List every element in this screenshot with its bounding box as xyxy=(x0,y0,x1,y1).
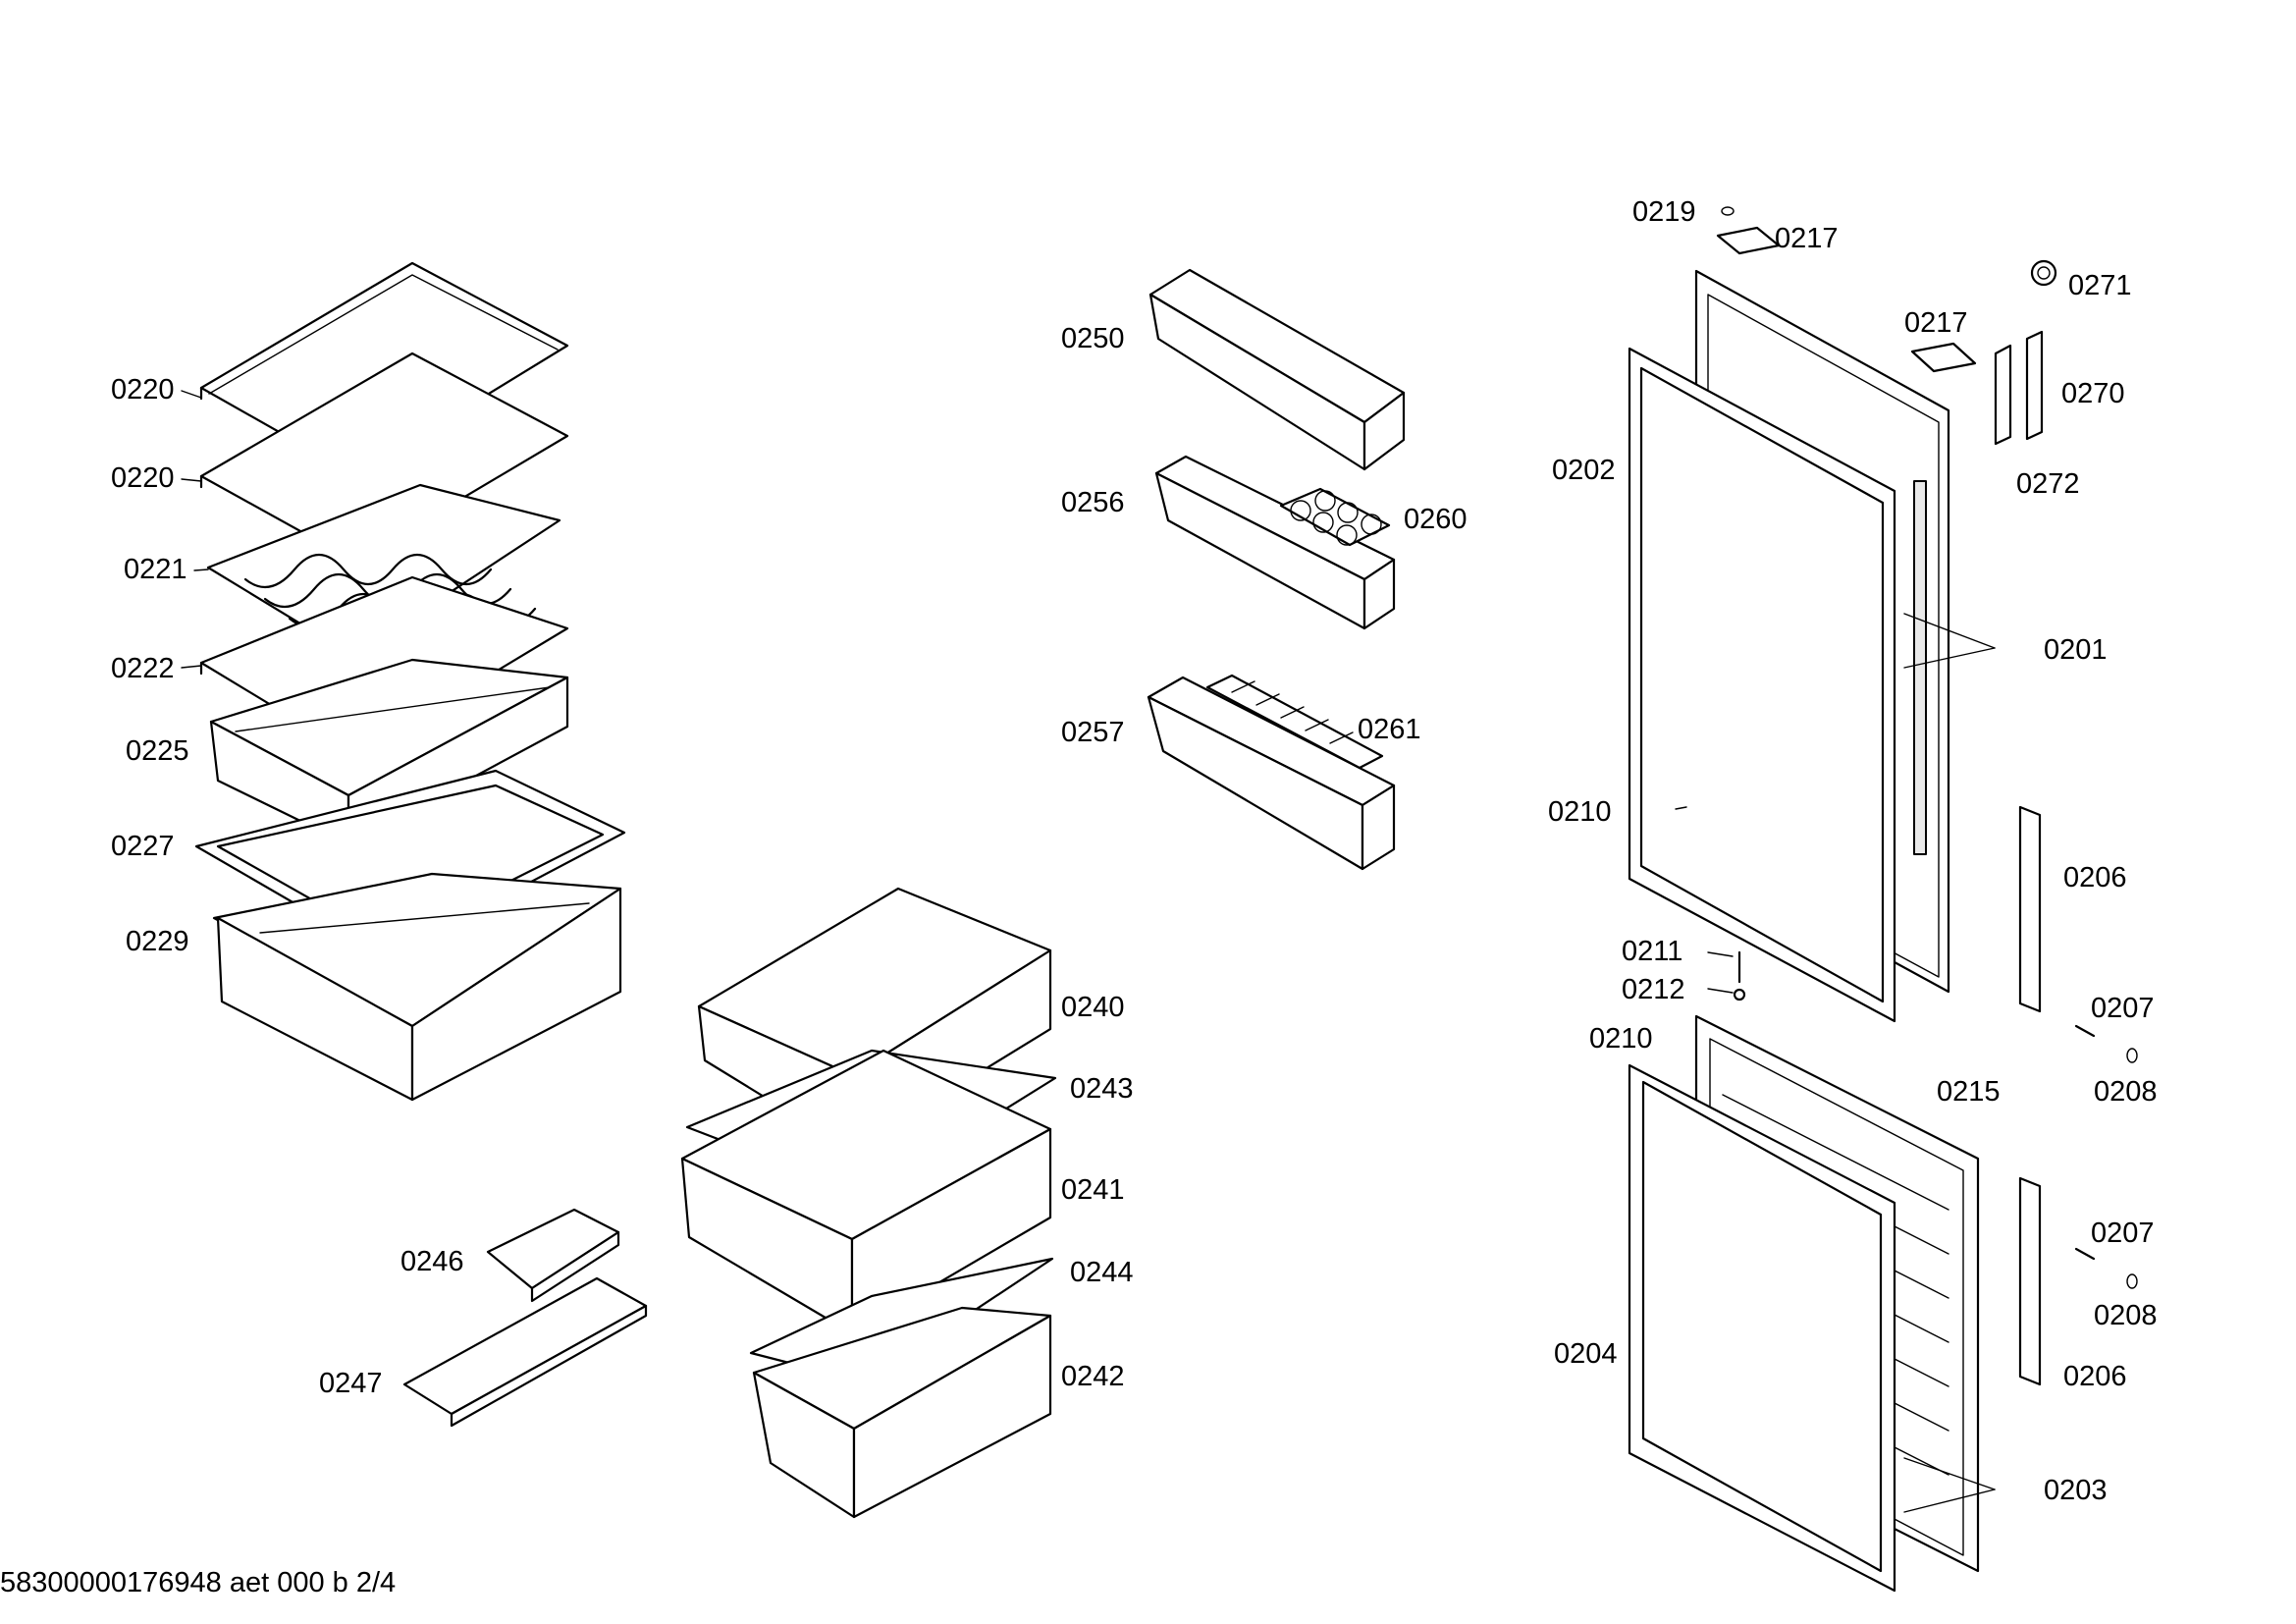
label-0256: 0256 xyxy=(1061,487,1125,518)
label-0207a: 0207 xyxy=(2091,993,2155,1024)
cover-0272 xyxy=(1994,344,2012,446)
drawer-0229 xyxy=(212,872,622,1102)
label-0240: 0240 xyxy=(1061,992,1125,1023)
label-0261: 0261 xyxy=(1358,714,1421,745)
label-0220b: 0220 xyxy=(111,462,175,494)
label-0260: 0260 xyxy=(1404,504,1468,535)
label-0225: 0225 xyxy=(126,735,189,767)
handle-0206-lower xyxy=(2018,1176,2042,1386)
label-0243: 0243 xyxy=(1070,1073,1134,1105)
label-0241: 0241 xyxy=(1061,1174,1125,1206)
label-0244: 0244 xyxy=(1070,1257,1134,1288)
label-0217b: 0217 xyxy=(1904,307,1968,339)
label-0208b: 0208 xyxy=(2094,1300,2158,1331)
hinge-cover-0217b xyxy=(1910,342,1977,373)
label-0217a: 0217 xyxy=(1775,223,1839,254)
door-shelf-0250 xyxy=(1148,268,1406,471)
label-0271: 0271 xyxy=(2068,270,2132,301)
document-id-footer: 58300000176948 aet 000 b 2/4 xyxy=(0,1567,397,1598)
thermostat-0270 xyxy=(2025,330,2044,441)
ice-tray-0247 xyxy=(402,1276,648,1428)
label-0272: 0272 xyxy=(2016,468,2080,500)
label-0227: 0227 xyxy=(111,831,175,862)
door-gasket-0202 xyxy=(1628,347,1896,1023)
label-0220a: 0220 xyxy=(111,374,175,406)
bottle-holder-0261 xyxy=(1205,674,1384,770)
label-0207b: 0207 xyxy=(2091,1218,2155,1249)
screw-0207a xyxy=(2074,1024,2096,1038)
label-0210a: 0210 xyxy=(1548,796,1612,828)
part-labels: 0219 0217 0271 0217 0270 0272 0220 0220 … xyxy=(111,196,2158,1506)
freezer-drawer-0242 xyxy=(752,1306,1052,1519)
door-bin-0257 xyxy=(1147,676,1396,871)
label-0206b: 0206 xyxy=(2063,1361,2127,1392)
label-0250: 0250 xyxy=(1061,323,1125,354)
label-0201: 0201 xyxy=(2044,634,2108,666)
label-0204: 0204 xyxy=(1554,1338,1618,1370)
label-0212: 0212 xyxy=(1622,974,1685,1005)
label-0270: 0270 xyxy=(2061,378,2125,409)
nut-0212 xyxy=(1733,988,1746,1001)
label-0208a: 0208 xyxy=(2094,1076,2158,1108)
washer-0208a xyxy=(2126,1048,2138,1063)
label-0202: 0202 xyxy=(1552,455,1616,486)
screw-0207b xyxy=(2074,1247,2096,1261)
egg-tray-0260 xyxy=(1279,487,1391,547)
label-0219: 0219 xyxy=(1632,196,1696,228)
label-0211: 0211 xyxy=(1622,936,1682,967)
ice-cube-tray-0246 xyxy=(486,1208,620,1303)
washer-0208b xyxy=(2126,1273,2138,1289)
freezer-gasket-0204 xyxy=(1628,1063,1896,1593)
label-0229: 0229 xyxy=(126,926,189,957)
label-0246: 0246 xyxy=(400,1246,464,1277)
lamp-0271 xyxy=(2030,259,2057,287)
cap-0219 xyxy=(1721,206,1735,216)
hinge-cover-0217a xyxy=(1716,226,1781,255)
label-0222: 0222 xyxy=(111,653,175,684)
handle-0206-upper xyxy=(2018,805,2042,1013)
label-0203: 0203 xyxy=(2044,1475,2108,1506)
label-0206a: 0206 xyxy=(2063,862,2127,893)
label-0215: 0215 xyxy=(1937,1076,2001,1108)
label-0247: 0247 xyxy=(319,1368,383,1399)
label-0257: 0257 xyxy=(1061,717,1125,748)
label-0221: 0221 xyxy=(124,554,187,585)
freezer-drawer-0241 xyxy=(680,1049,1052,1335)
label-0242: 0242 xyxy=(1061,1361,1125,1392)
door-bin-0256 xyxy=(1154,455,1396,630)
label-0210b: 0210 xyxy=(1589,1023,1653,1055)
leader-lines xyxy=(181,390,1996,1513)
